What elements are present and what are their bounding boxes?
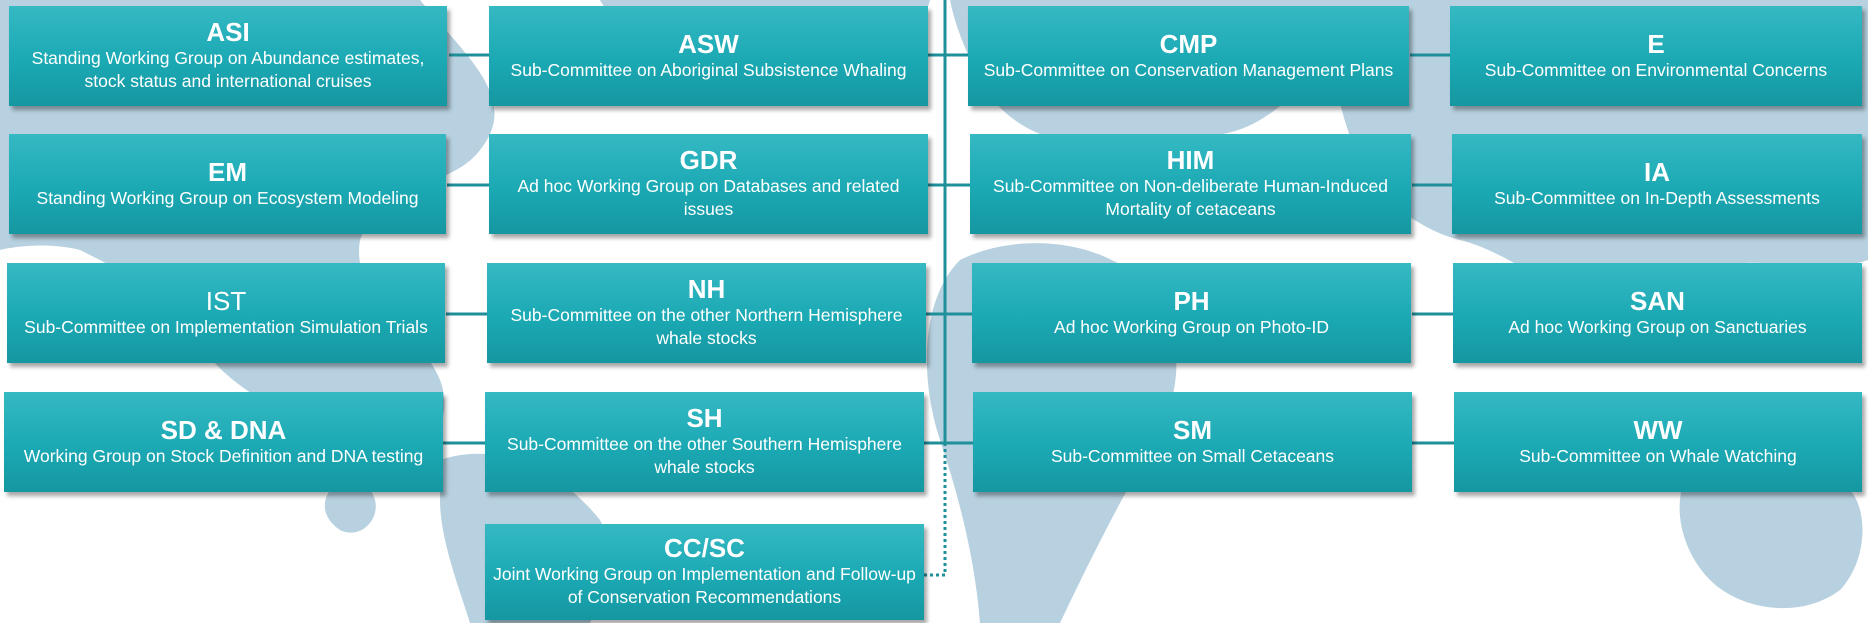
group-box-em[interactable]: EM Standing Working Group on Ecosystem M… [9,134,446,234]
group-box-asi[interactable]: ASI Standing Working Group on Abundance … [9,6,447,106]
group-description: Sub-Committee on Whale Watching [1519,445,1797,466]
group-box-sm[interactable]: SM Sub-Committee on Small Cetaceans [973,392,1412,492]
group-description: Sub-Committee on Conservation Management… [983,59,1394,80]
group-code: ASI [206,17,250,47]
group-box-cc-sc[interactable]: CC/SC Joint Working Group on Implementat… [485,524,924,620]
group-box-ph[interactable]: PH Ad hoc Working Group on Photo-ID [972,263,1411,363]
group-code: E [1647,28,1665,59]
group-box-nh[interactable]: NH Sub-Committee on the other Northern H… [487,263,926,363]
group-description: Ad hoc Working Group on Photo-ID [1054,316,1329,337]
group-box-sd-dna[interactable]: SD & DNA Working Group on Stock Definiti… [4,392,443,492]
group-code: EM [208,156,247,187]
group-code: NH [687,274,726,304]
group-box-ww[interactable]: WW Sub-Committee on Whale Watching [1454,392,1862,492]
group-box-ist[interactable]: IST Sub-Committee on Implementation Simu… [7,263,445,363]
group-description: Working Group on Stock Definition and DN… [23,445,424,466]
group-description: Ad hoc Working Group on Sanctuaries [1508,316,1807,337]
group-box-sh[interactable]: SH Sub-Committee on the other Southern H… [485,392,924,492]
group-description: Ad hoc Working Group on Databases and re… [517,176,900,219]
group-code: IA [1644,156,1670,187]
group-code: SD & DNA [160,414,287,445]
group-description: Standing Working Group on Abundance esti… [31,48,425,91]
group-box-cmp[interactable]: CMP Sub-Committee on Conservation Manage… [968,6,1409,106]
group-box-gdr[interactable]: GDR Ad hoc Working Group on Databases an… [489,134,928,234]
group-code: WW [1633,414,1683,445]
group-description: Sub-Committee on Aboriginal Subsistence … [510,59,907,80]
group-code: PH [1173,285,1210,316]
group-description: Sub-Committee on In-Depth Assessments [1494,187,1820,208]
group-code: SH [686,403,723,433]
group-code: CC/SC [664,533,745,563]
group-description: Sub-Committee on Non-deliberate Human-In… [993,176,1388,219]
group-box-him[interactable]: HIM Sub-Committee on Non-deliberate Huma… [970,134,1411,234]
group-description: Sub-Committee on the other Northern Hemi… [510,305,903,348]
group-code: SM [1173,414,1212,445]
group-box-asw[interactable]: ASW Sub-Committee on Aboriginal Subsiste… [489,6,928,106]
group-description: Sub-Committee on Small Cetaceans [1050,445,1335,466]
group-code: IST [205,285,247,316]
connector-ccsc-dotted [924,445,947,577]
group-code: HIM [1166,145,1215,175]
group-description: Sub-Committee on Environmental Concerns [1484,59,1828,80]
group-description: Sub-Committee on the other Southern Hemi… [507,434,902,477]
group-description: Standing Working Group on Ecosystem Mode… [36,187,419,208]
group-code: CMP [1159,28,1218,59]
group-code: GDR [679,145,738,175]
island-shape [324,481,376,533]
group-box-ia[interactable]: IA Sub-Committee on In-Depth Assessments [1452,134,1862,234]
group-description: Joint Working Group on Implementation an… [493,564,916,607]
group-description: Sub-Committee on Implementation Simulati… [24,316,428,337]
group-box-san[interactable]: SAN Ad hoc Working Group on Sanctuaries [1453,263,1862,363]
group-box-e[interactable]: E Sub-Committee on Environmental Concern… [1450,6,1862,106]
group-code: ASW [678,28,739,59]
group-code: SAN [1630,285,1685,316]
